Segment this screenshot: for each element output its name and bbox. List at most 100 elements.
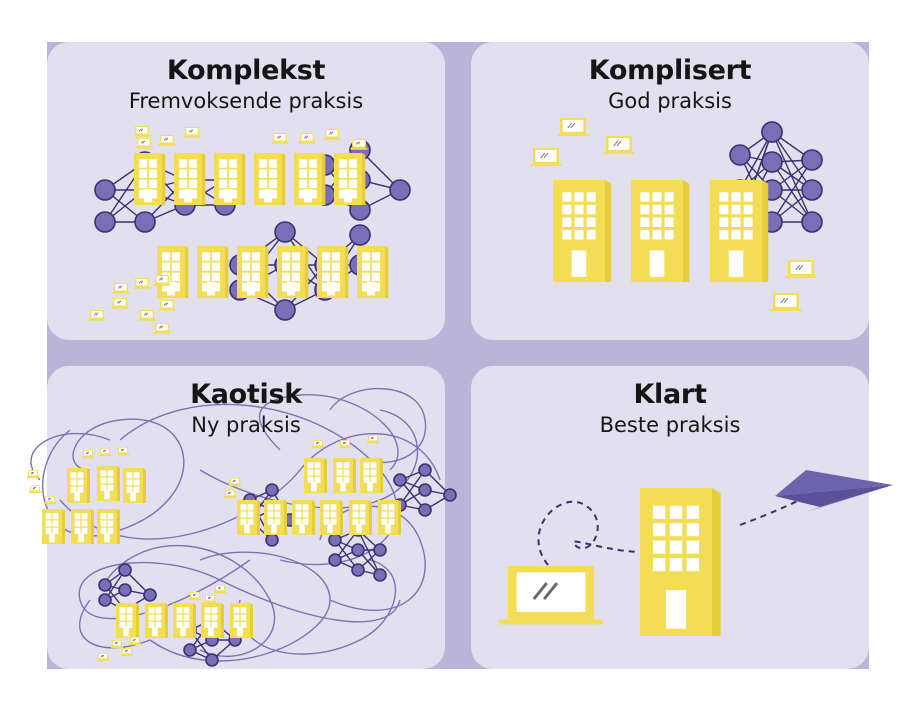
quadrant-complex-label: Komplekst Fremvoksende praksis bbox=[47, 55, 445, 115]
network-node bbox=[801, 149, 823, 171]
laptop-icon bbox=[189, 592, 201, 601]
building-icon bbox=[237, 246, 269, 298]
network-node bbox=[418, 483, 432, 497]
network-node bbox=[328, 533, 342, 547]
network-node bbox=[349, 224, 371, 246]
quadrant-complicated-label: Komplisert God praksis bbox=[471, 55, 869, 115]
network-node bbox=[373, 568, 387, 582]
tangled-line bbox=[319, 505, 426, 611]
laptop-icon bbox=[99, 448, 111, 457]
building-icon bbox=[294, 153, 326, 205]
network-node bbox=[118, 583, 132, 597]
laptop-icon bbox=[158, 300, 176, 311]
network-node bbox=[143, 588, 157, 602]
network-node bbox=[205, 653, 219, 667]
building-icon bbox=[67, 468, 90, 503]
building-icon bbox=[201, 603, 224, 638]
network-node bbox=[265, 533, 279, 547]
laptop-icon bbox=[135, 138, 153, 149]
quadrant-chaotic-label: Kaotisk Ny praksis bbox=[47, 379, 445, 439]
tangled-line bbox=[99, 544, 276, 658]
laptop-icon bbox=[111, 640, 123, 649]
laptop-icon bbox=[44, 496, 56, 505]
building-icon bbox=[333, 458, 356, 493]
network-node bbox=[118, 563, 132, 577]
network-node bbox=[443, 488, 457, 502]
laptop-icon bbox=[153, 323, 171, 334]
laptop-icon bbox=[603, 136, 635, 155]
network-node bbox=[801, 179, 823, 201]
network-node bbox=[389, 179, 411, 201]
laptop-icon bbox=[367, 435, 379, 444]
building-icon bbox=[710, 180, 769, 282]
laptop-icon bbox=[499, 566, 603, 625]
laptop-icon bbox=[214, 585, 226, 594]
laptop-icon bbox=[158, 135, 176, 146]
quadrant-complex-subtitle: Fremvoksende praksis bbox=[128, 89, 364, 113]
network-node bbox=[134, 211, 156, 233]
building-icon bbox=[197, 246, 229, 298]
network-node bbox=[351, 543, 365, 557]
laptop-icon bbox=[530, 148, 562, 167]
building-icon bbox=[304, 458, 327, 493]
building-icon bbox=[230, 603, 253, 638]
building-icon bbox=[334, 153, 366, 205]
quadrant-clear-label: Klart Beste praksis bbox=[471, 379, 869, 439]
building-icon bbox=[254, 153, 286, 205]
laptop-icon bbox=[339, 440, 351, 449]
quadrant-chaotic-subtitle: Ny praksis bbox=[191, 413, 301, 437]
laptop-icon bbox=[111, 298, 129, 309]
quadrant-complicated-title: Komplisert bbox=[588, 55, 752, 86]
laptop-icon bbox=[97, 653, 109, 662]
laptop-icon bbox=[117, 447, 129, 456]
paper-plane-icon bbox=[775, 470, 893, 512]
laptop-icon bbox=[138, 310, 156, 321]
building-icon bbox=[71, 509, 94, 544]
building-icon bbox=[360, 458, 383, 493]
network-node bbox=[801, 211, 823, 233]
building-icon bbox=[640, 488, 721, 636]
building-icon bbox=[173, 603, 196, 638]
laptop-icon bbox=[312, 440, 324, 449]
tangled-line bbox=[30, 432, 111, 481]
laptop-icon bbox=[133, 278, 151, 289]
building-icon bbox=[631, 180, 690, 282]
quadrant-complicated-subtitle: God praksis bbox=[608, 89, 732, 113]
building-icon bbox=[174, 153, 206, 205]
laptop-icon bbox=[323, 129, 341, 140]
laptop-icon bbox=[27, 470, 39, 479]
laptop-icon bbox=[183, 127, 201, 138]
building-icon bbox=[349, 500, 372, 535]
laptop-icon bbox=[785, 260, 817, 279]
building-icon bbox=[214, 153, 246, 205]
building-icon bbox=[237, 500, 260, 535]
network-node bbox=[351, 563, 365, 577]
building-icon bbox=[97, 509, 120, 544]
laptop-icon bbox=[557, 118, 589, 137]
building-icon bbox=[157, 246, 189, 298]
building-icon bbox=[123, 468, 146, 503]
building-icon bbox=[97, 466, 120, 501]
network-node bbox=[98, 593, 112, 607]
network-node bbox=[274, 221, 296, 243]
building-icon bbox=[357, 246, 389, 298]
laptop-icon bbox=[112, 283, 130, 294]
quadrant-clear-title: Klart bbox=[633, 379, 707, 410]
laptop-icon bbox=[350, 139, 368, 150]
building-icon bbox=[277, 246, 309, 298]
network-node bbox=[94, 211, 116, 233]
tangled-line bbox=[59, 432, 441, 540]
building-icon bbox=[134, 153, 166, 205]
laptop-icon bbox=[153, 275, 171, 286]
network-node bbox=[274, 299, 296, 321]
building-icon bbox=[292, 500, 315, 535]
building-icon bbox=[116, 603, 139, 638]
network-node bbox=[373, 543, 387, 557]
laptop-icon bbox=[29, 485, 41, 494]
network-node bbox=[183, 643, 197, 657]
laptop-icon bbox=[770, 293, 802, 312]
quadrant-complex-title: Komplekst bbox=[166, 55, 326, 86]
laptop-icon bbox=[204, 595, 216, 604]
building-icon bbox=[320, 500, 343, 535]
